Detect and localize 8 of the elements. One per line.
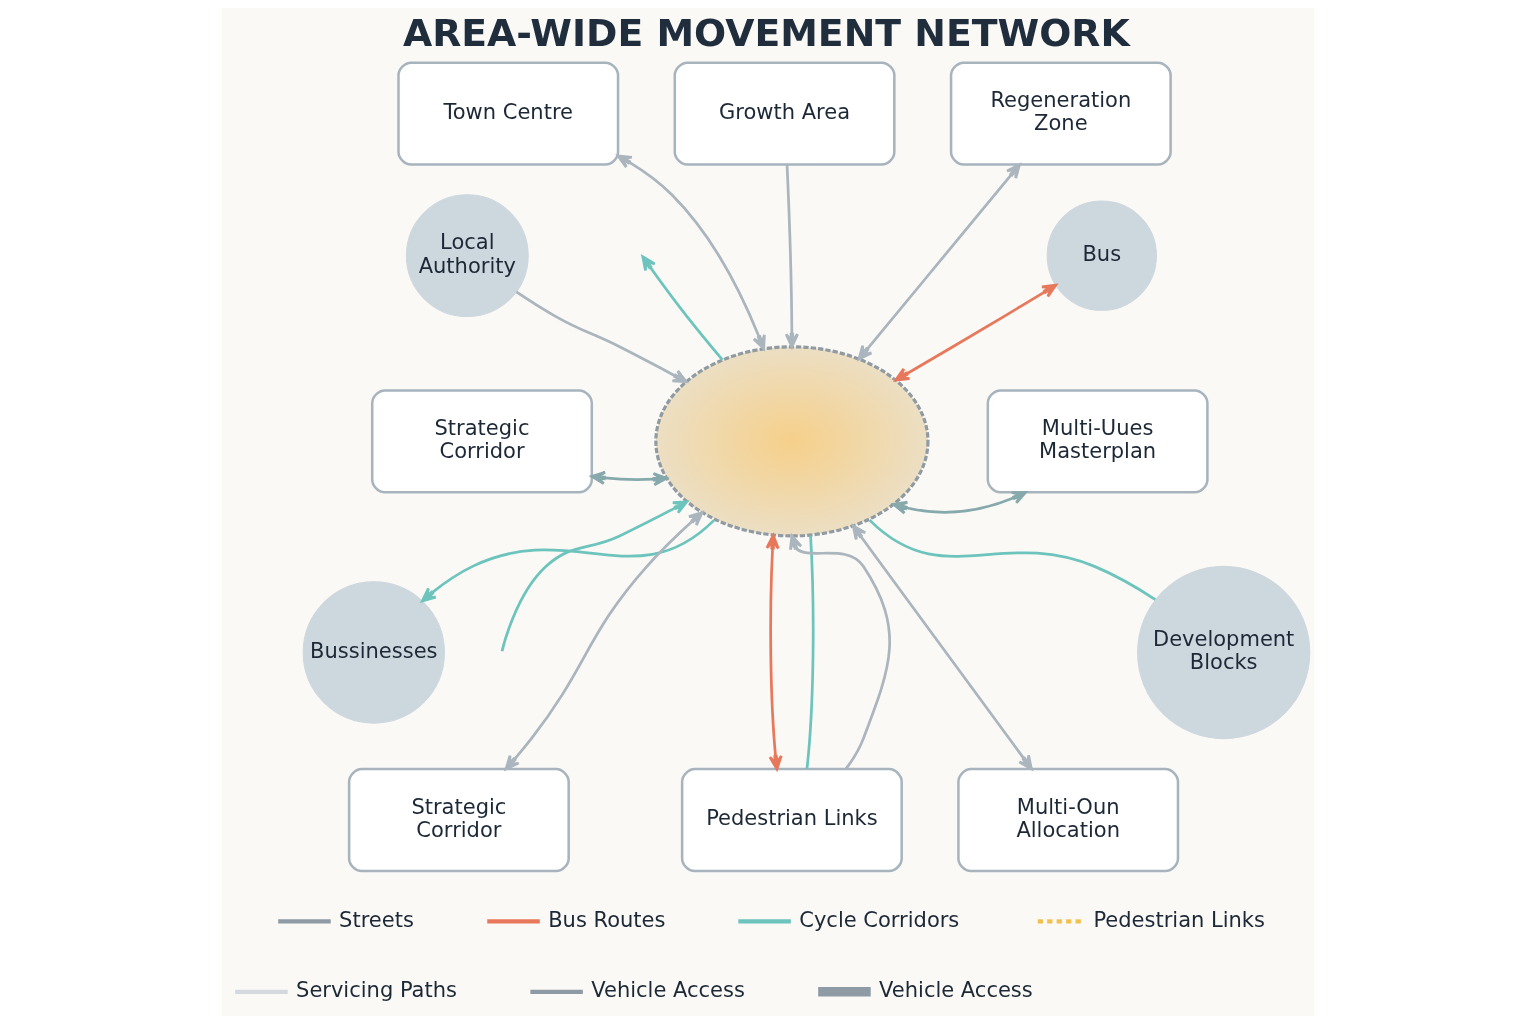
- legend-label: Bus Routes: [548, 906, 666, 932]
- legend-label: Cycle Corridors: [799, 906, 960, 932]
- legend-label: Streets: [339, 906, 414, 932]
- legend-label: Servicing Paths: [296, 977, 457, 1003]
- legend-label: Pedestrian Links: [1093, 906, 1265, 932]
- legend-label: Vehicle Access: [879, 977, 1033, 1003]
- legend-label: Vehicle Access: [591, 977, 745, 1003]
- diagram-title: AREA-WIDE MOVEMENT NETWORK: [402, 10, 1130, 55]
